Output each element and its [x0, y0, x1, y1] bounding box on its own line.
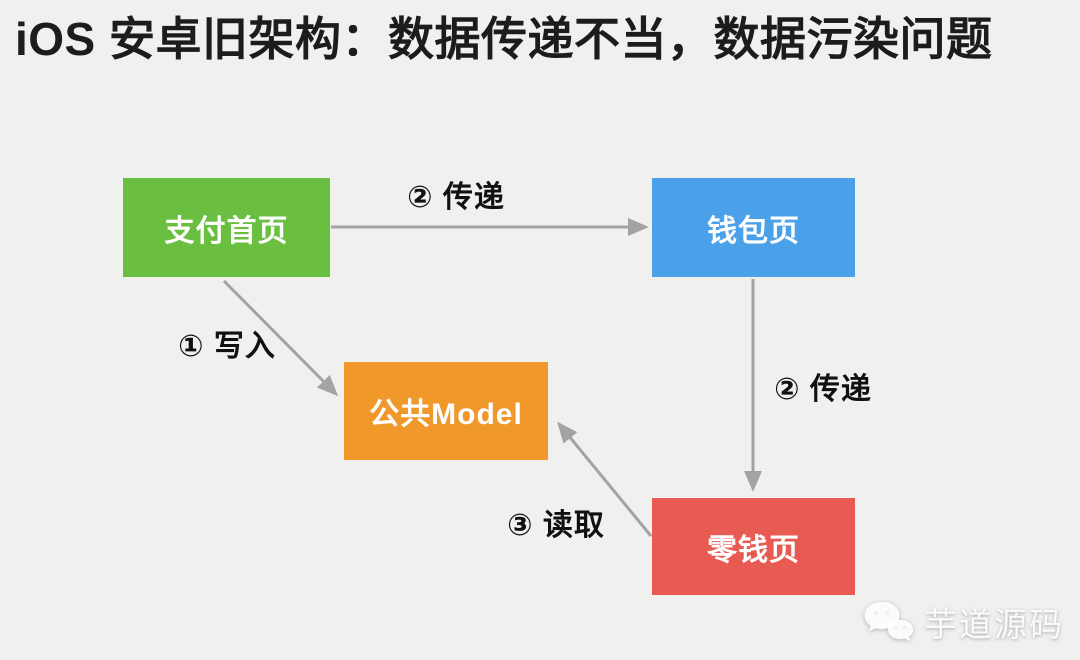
node-change-page: 零钱页	[652, 498, 855, 595]
edge-label-change-page-to-shared-model: ③ 读取	[507, 509, 605, 542]
node-label: 支付首页	[164, 214, 289, 248]
watermark-text: 芋道源码	[924, 606, 1064, 643]
edge-label-pay-home-to-wallet-page: ② 传递	[407, 181, 505, 214]
edge-pay-home-to-shared-model	[222, 279, 339, 397]
node-label: 零钱页	[707, 533, 800, 567]
wechat-icon	[864, 602, 914, 642]
watermark: 芋道源码	[862, 598, 1064, 646]
node-shared-model: 公共Model	[344, 362, 548, 460]
node-pay-home: 支付首页	[123, 178, 330, 277]
node-wallet-page: 钱包页	[652, 178, 855, 277]
edge-label-wallet-page-to-change-page: ② 传递	[774, 373, 872, 406]
page-title: iOS 安卓旧架构：数据传递不当，数据污染问题	[15, 13, 993, 65]
node-label: 公共Model	[369, 398, 523, 431]
edge-label-pay-home-to-shared-model: ① 写入	[178, 330, 276, 363]
node-label: 钱包页	[707, 214, 800, 248]
edge-change-page-to-shared-model	[557, 421, 653, 537]
